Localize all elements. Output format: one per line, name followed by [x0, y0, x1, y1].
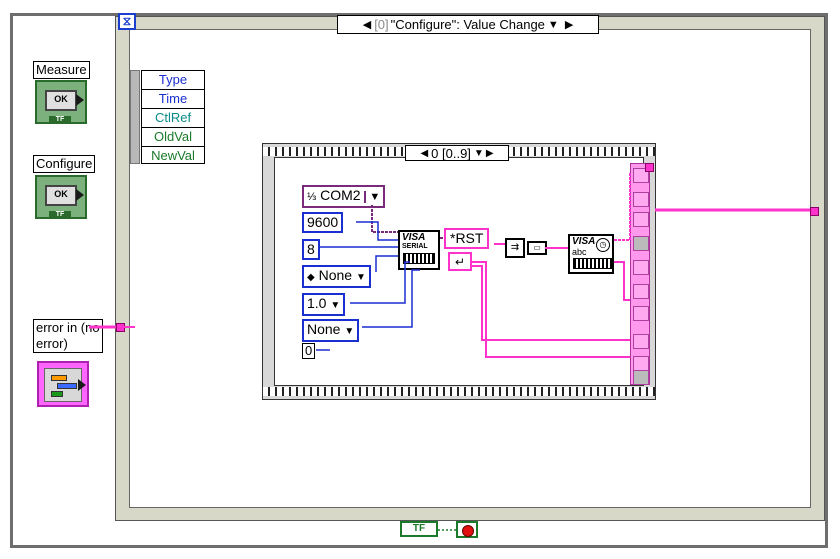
chevron-down-icon[interactable]: ▼: [344, 326, 355, 337]
output-tunnel: [645, 163, 654, 172]
timeout-constant[interactable]: 0: [302, 343, 316, 359]
next-frame-arrow-icon[interactable]: ▶: [485, 147, 494, 159]
error-cluster-icon: [44, 368, 82, 402]
write-port-icon: [573, 258, 613, 269]
visa-write-subvi[interactable]: VISA abc ◷: [568, 234, 614, 274]
visa-configure-serial-subvi[interactable]: VISA SERIAL: [398, 230, 440, 270]
error-tunnel: [116, 323, 125, 332]
chevron-down-icon[interactable]: ▼: [330, 300, 341, 311]
error-in-label: error in (no error): [33, 319, 103, 353]
end-of-line-constant-icon[interactable]: ▭: [527, 241, 547, 255]
chevron-down-icon[interactable]: ▼: [355, 272, 366, 283]
prev-case-arrow-icon[interactable]: ◀: [362, 19, 372, 31]
measure-label: Measure: [33, 61, 90, 79]
loop-condition-terminal[interactable]: [456, 521, 478, 538]
configure-terminal[interactable]: OK TF: [35, 175, 87, 219]
configure-label: Configure: [33, 155, 96, 173]
flow-control-ring-constant[interactable]: None ▼: [302, 319, 360, 342]
while-loop-frame: [10, 13, 828, 548]
baud-rate-constant[interactable]: 9600: [302, 212, 344, 233]
rst-command-constant[interactable]: *RST: [444, 228, 490, 249]
event-field-ctlref: CtlRef: [142, 109, 204, 128]
stop-bits-ring-constant[interactable]: 1.0 ▼: [302, 293, 346, 316]
frame-index-label: 0 [0..9]: [431, 145, 471, 161]
event-case-index: [0]: [374, 17, 389, 32]
event-case-selector[interactable]: ◀ [0] "Configure": Value Change ▼ ▶: [337, 15, 599, 34]
case-dropdown-icon[interactable]: ▼: [547, 18, 559, 31]
event-output-tunnel: [810, 207, 819, 216]
event-data-node-handle[interactable]: [130, 70, 140, 164]
ring-arrows-icon: ◆: [307, 272, 315, 283]
concatenate-strings-icon[interactable]: ⇉: [505, 238, 525, 258]
boolean-type-badge: TF: [49, 211, 71, 219]
visa-refnum-icon: ⅓: [307, 191, 317, 203]
shift-register-column: [630, 163, 650, 385]
hourglass-icon[interactable]: ⧖: [118, 13, 136, 30]
frame-dropdown-icon[interactable]: ▼: [473, 147, 484, 159]
stop-icon: [462, 525, 474, 537]
measure-terminal[interactable]: OK TF: [35, 80, 87, 124]
boolean-type-badge: TF: [49, 116, 71, 124]
chevron-down-icon[interactable]: ▼: [364, 191, 381, 203]
next-case-arrow-icon[interactable]: ▶: [564, 19, 574, 31]
prev-frame-arrow-icon[interactable]: ◀: [420, 147, 429, 159]
parity-ring-constant[interactable]: ◆ None ▼: [302, 265, 371, 288]
timer-icon: ◷: [596, 238, 610, 252]
event-field-time: Time: [142, 90, 204, 109]
event-case-label: "Configure": Value Change: [390, 17, 545, 32]
measure-ok-button: OK: [45, 90, 77, 111]
error-in-terminal[interactable]: [37, 361, 89, 407]
visa-resource-constant[interactable]: ⅓ COM2 ▼: [302, 185, 386, 208]
event-field-oldval: OldVal: [142, 128, 204, 147]
output-arrow-icon: [78, 379, 86, 391]
event-field-newval: NewVal: [151, 148, 195, 163]
event-field-type: Type: [142, 71, 204, 90]
output-arrow-icon: [76, 189, 84, 201]
true-false-constant[interactable]: TF: [400, 521, 438, 537]
configure-ok-button: OK: [45, 185, 77, 206]
serial-port-icon: [403, 253, 435, 264]
event-data-node[interactable]: Type Time CtlRef OldVal NewVal: [141, 70, 205, 164]
data-bits-constant[interactable]: 8: [302, 239, 320, 260]
sequence-frame-selector[interactable]: ◀ 0 [0..9] ▼ ▶: [405, 145, 509, 161]
error-shift-constant[interactable]: ↵: [448, 252, 472, 271]
output-arrow-icon: [76, 94, 84, 106]
